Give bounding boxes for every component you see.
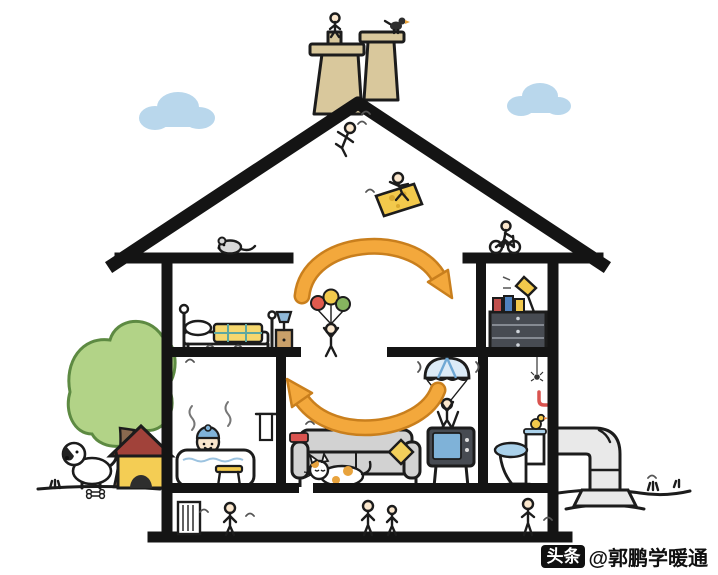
watermark-handle: @郭鹏学暖通 [588, 548, 708, 570]
airflow-arrow-bottom [285, 377, 447, 437]
balloon-green [335, 296, 351, 312]
cloud-right [507, 83, 571, 116]
steam [224, 401, 232, 427]
cat-tail [360, 460, 372, 476]
book-red [492, 297, 503, 313]
dog [61, 441, 118, 490]
dog-eye [75, 450, 79, 454]
nightstand [274, 310, 294, 354]
basement-figure [222, 501, 238, 537]
squiggle [199, 508, 553, 521]
dresser [488, 310, 548, 354]
basement-figure [520, 497, 536, 537]
toilet-seat [493, 441, 529, 459]
chimney [308, 30, 406, 116]
bird-on-chimney [383, 17, 410, 35]
desk-lamp [502, 275, 538, 314]
watermark: 头条 @郭鹏学暖通 [541, 542, 708, 571]
dog-nose [65, 456, 69, 460]
vent-pipe-elbow [554, 426, 622, 492]
desk-lamp-shade [514, 275, 538, 298]
bird-beak [405, 20, 410, 24]
vent-pipe-seams [588, 428, 622, 472]
cheese-glider [374, 182, 424, 218]
arrowhead-top [426, 268, 454, 300]
grass-tuft [672, 478, 681, 489]
dog-bone [85, 488, 106, 500]
stool [214, 464, 244, 488]
towel [254, 412, 278, 442]
vent-pipe [554, 426, 639, 508]
vent-pipe-base [571, 488, 639, 508]
figure-on-chimney [328, 12, 342, 39]
rubber-duck [530, 413, 548, 430]
sofa-red-cloth [289, 432, 309, 443]
bedside-lamp-shade [275, 310, 293, 324]
book-blue [503, 295, 514, 313]
parachute-person [417, 356, 480, 430]
tv [426, 410, 476, 489]
parachute-canopy [423, 356, 471, 380]
basement-figure [360, 499, 376, 537]
grass-tuft [48, 478, 62, 490]
books [492, 295, 525, 313]
doghouse-door [130, 475, 152, 488]
bed [178, 303, 277, 354]
watermark-badge: 头条 [541, 544, 586, 569]
dog-tail [108, 450, 118, 468]
roof [104, 96, 612, 274]
basement-figure-child [385, 504, 399, 537]
red-sock [537, 390, 549, 407]
toilet [493, 428, 547, 486]
tv-screen [432, 432, 462, 460]
chimney-cap-right [358, 30, 406, 44]
radiator [176, 500, 202, 536]
mouse [217, 236, 257, 255]
cat [303, 451, 372, 488]
squiggle [305, 420, 315, 425]
figure-under-apex [334, 110, 371, 158]
chimney-stack-right [362, 40, 400, 102]
balloon-yellow [322, 288, 340, 306]
balloon-person [310, 288, 351, 358]
squiggle [185, 358, 657, 479]
cyclist [488, 220, 522, 255]
arrowhead-bottom [285, 377, 314, 409]
doghouse [106, 423, 176, 490]
cloud-left [139, 92, 215, 130]
chimney-cap-left [308, 42, 366, 57]
grass-tuft [646, 480, 660, 492]
steam [188, 405, 196, 431]
bathtub-person [175, 401, 256, 492]
house-structure [114, 252, 604, 543]
spider [530, 357, 544, 382]
sofa-pillow [387, 438, 415, 466]
airflow-arrow-top [293, 237, 454, 305]
book-yellow [514, 298, 525, 313]
doghouse-roof [106, 423, 176, 458]
attic-glider-figure [365, 171, 424, 218]
bed-pillow [183, 319, 213, 337]
dog-legs [80, 481, 102, 490]
